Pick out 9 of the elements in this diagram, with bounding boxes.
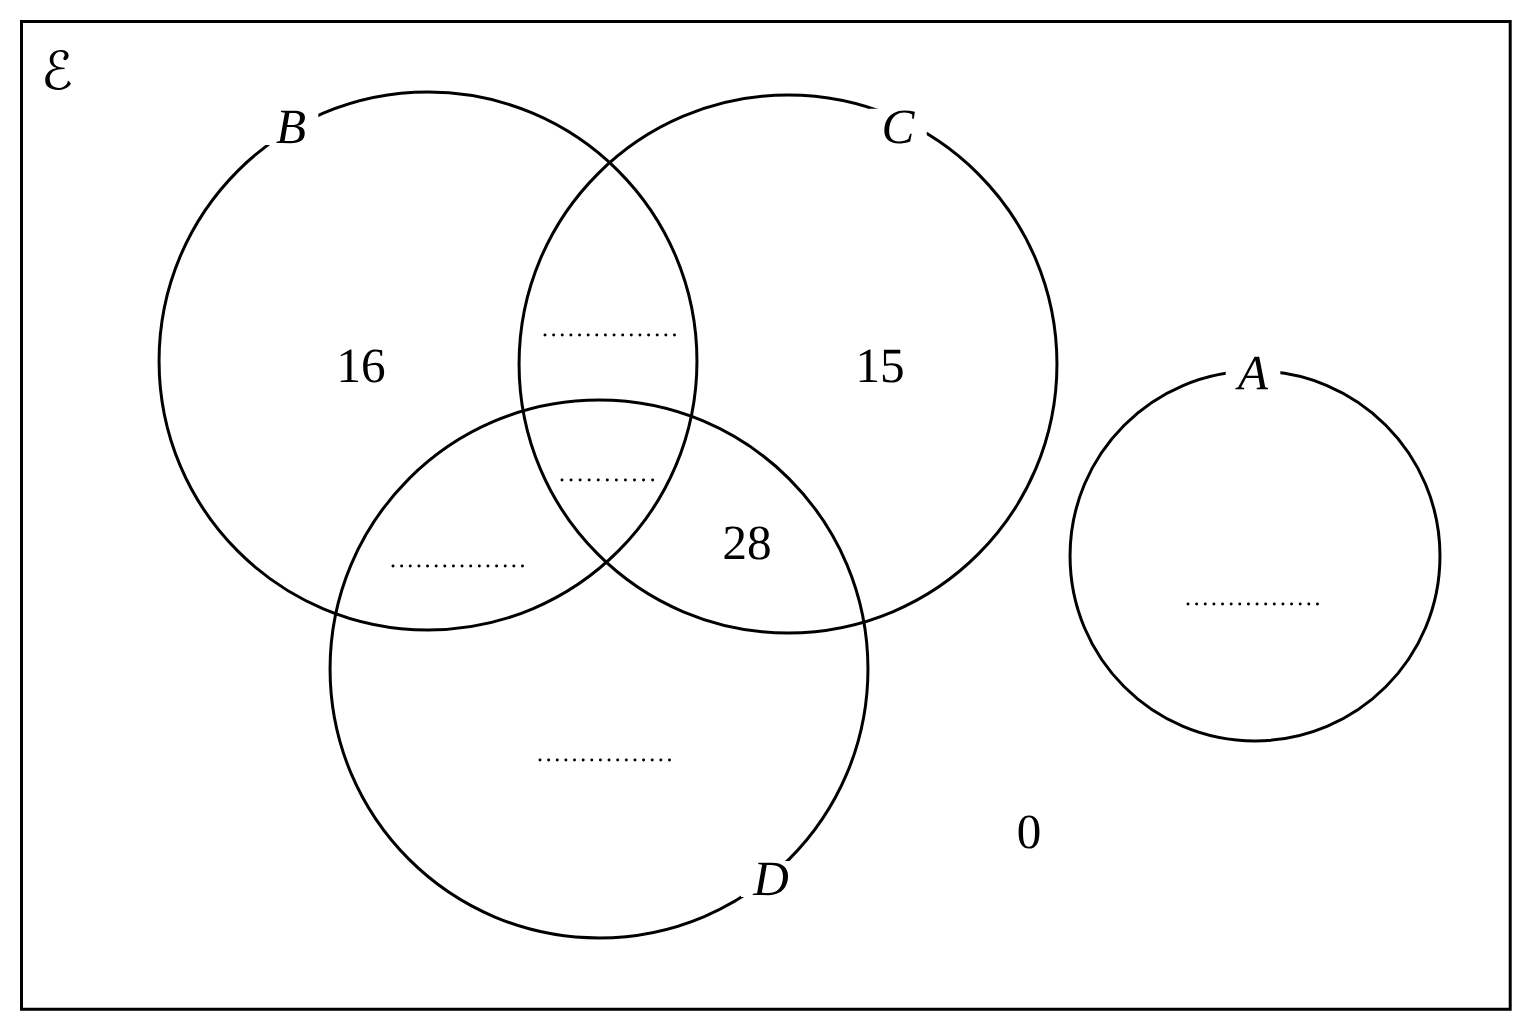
- set-label: A: [1225, 355, 1281, 391]
- set-label: D: [740, 861, 802, 897]
- set-label: B: [263, 109, 319, 145]
- region-value: 0: [1018, 815, 1040, 849]
- region-value: 15: [859, 349, 903, 383]
- region-value: 16: [340, 349, 385, 383]
- region-value: 28: [724, 526, 770, 560]
- set-label: C: [869, 108, 927, 146]
- universal-set-symbol: ℰ: [45, 50, 71, 90]
